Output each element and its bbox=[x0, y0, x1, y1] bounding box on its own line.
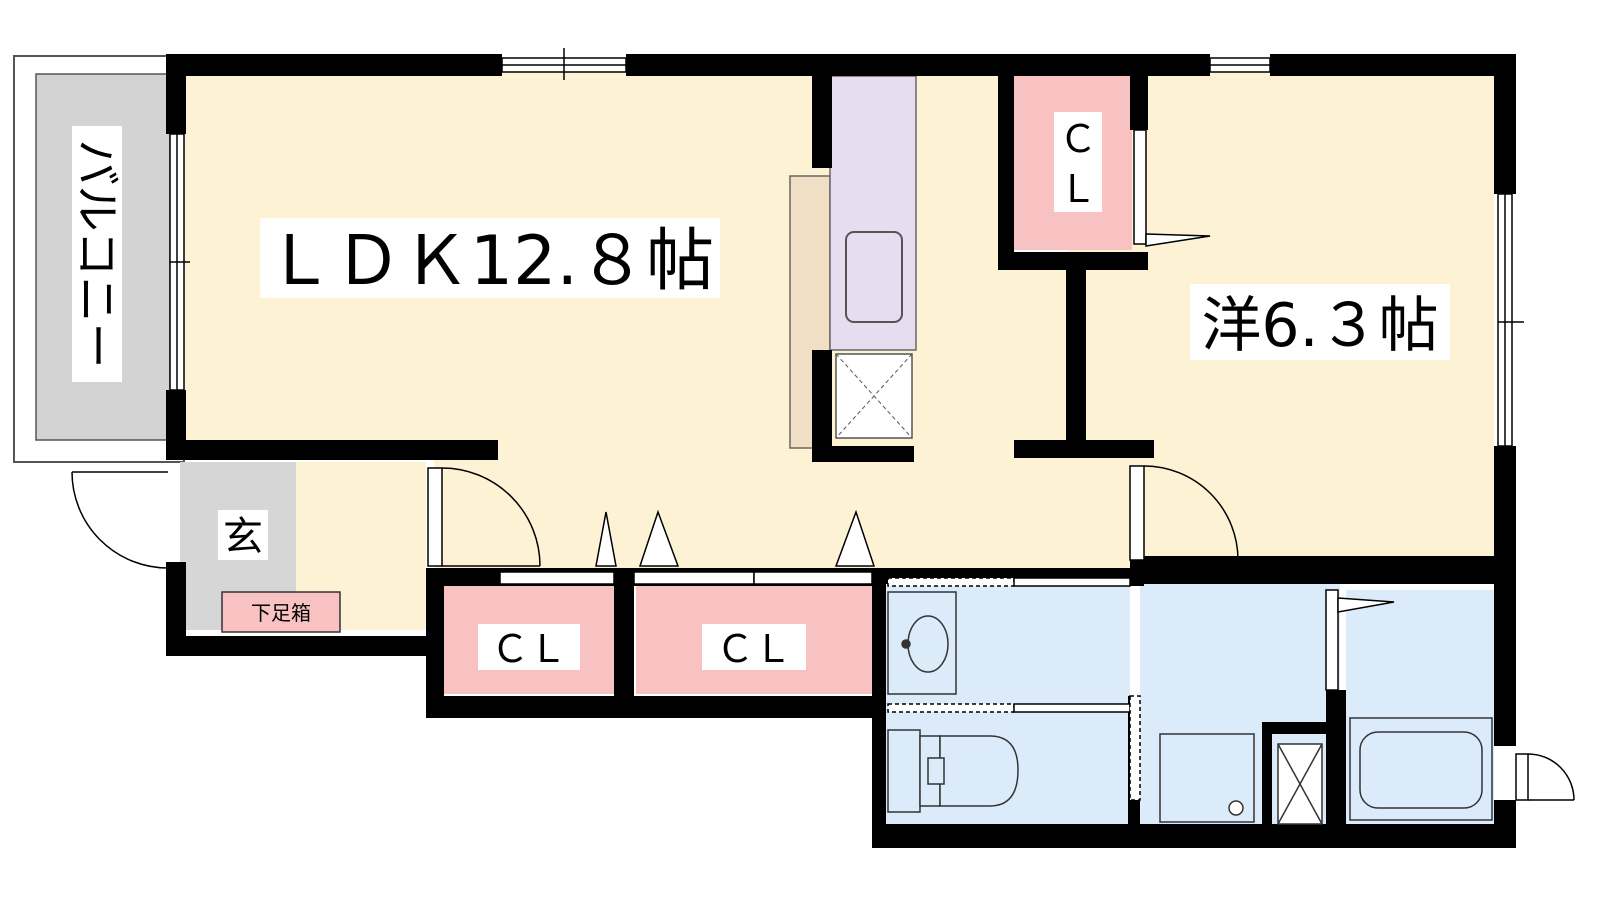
shoe-box-label: 下足箱 bbox=[251, 601, 311, 625]
windows bbox=[169, 48, 1524, 447]
ldk-label-bg bbox=[260, 218, 720, 298]
ldk-label: ＬＤＫ12.８帖 bbox=[266, 222, 714, 301]
fixtures bbox=[887, 591, 1493, 825]
closet-a-label-bg bbox=[478, 624, 580, 670]
kitchen-sink bbox=[845, 231, 903, 323]
closet-western-label-l: Ｌ bbox=[1059, 167, 1097, 211]
western-label-bg bbox=[1190, 284, 1450, 360]
closet-western-label-bg bbox=[1054, 112, 1102, 212]
balcony-label: バルコニー bbox=[70, 139, 124, 368]
closet-a-label: ＣＬ bbox=[491, 627, 567, 671]
closet-b-label: ＣＬ bbox=[716, 627, 792, 671]
genkan-label: 玄 bbox=[223, 514, 263, 560]
shoe-box bbox=[221, 591, 341, 633]
doors bbox=[71, 129, 1575, 801]
closet-western-label-c: Ｃ bbox=[1059, 117, 1097, 161]
genkan-label-bg bbox=[218, 510, 268, 560]
closet-b-label-bg bbox=[702, 624, 806, 670]
cooktop-cross-2 bbox=[835, 353, 913, 439]
balcony-label-bg bbox=[72, 126, 122, 382]
western-room-label: 洋6.３帖 bbox=[1201, 291, 1438, 361]
